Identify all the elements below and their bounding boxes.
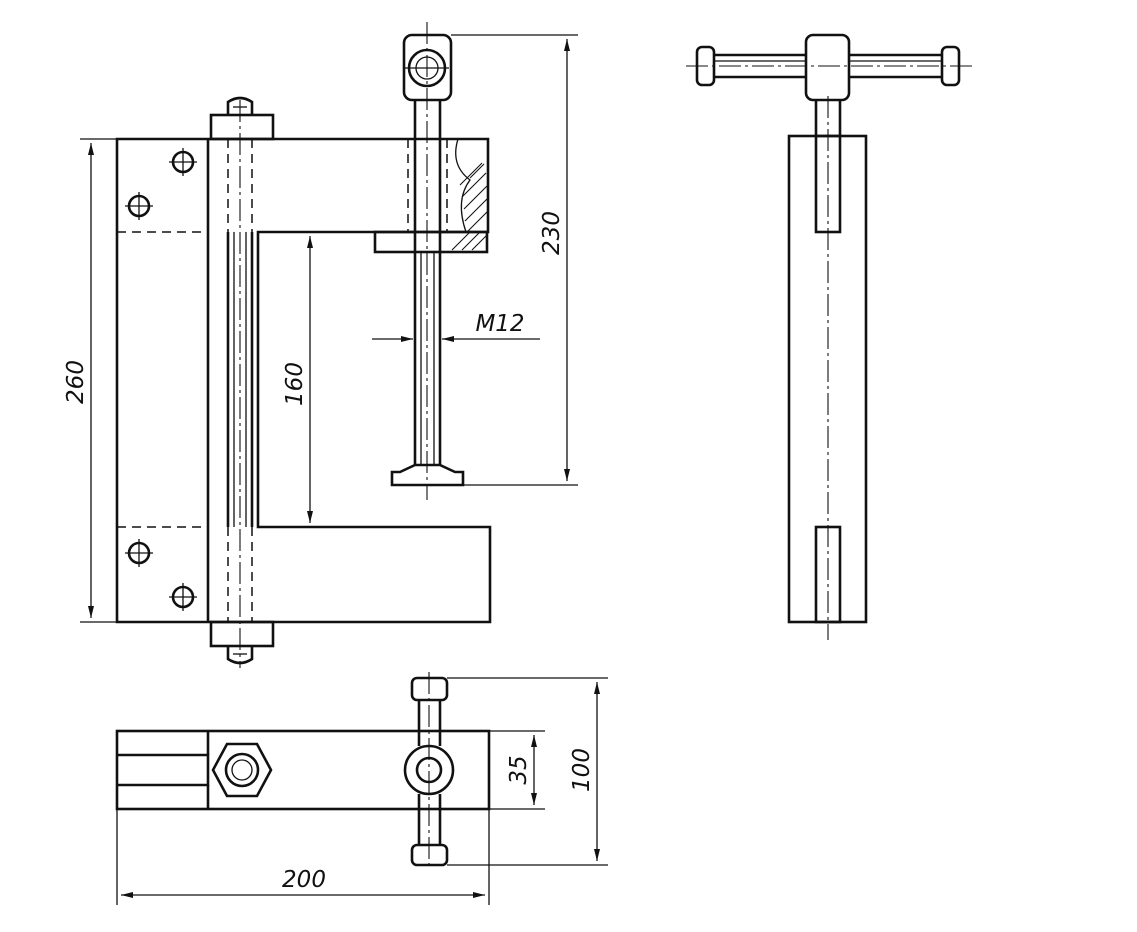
top-nut	[209, 113, 275, 141]
top-handle-knob-upper	[410, 676, 449, 702]
bushing-nut	[373, 230, 489, 254]
top-slot	[117, 753, 210, 787]
top-view	[115, 672, 491, 870]
dim-35: 35	[489, 730, 545, 810]
dim-text-200: 200	[282, 867, 326, 893]
dim-230: 230	[451, 34, 578, 486]
handle-knob-left	[695, 45, 716, 87]
side-view	[686, 33, 972, 640]
dim-text-230: 230	[539, 211, 565, 255]
dim-200: 200	[116, 809, 490, 905]
top-body	[115, 729, 491, 811]
screw-head	[402, 33, 453, 102]
screw-hole	[169, 583, 197, 611]
dim-160: 160	[258, 231, 320, 528]
dim-text-260: 260	[63, 360, 89, 404]
dim-m12: M12	[372, 311, 540, 342]
top-rod-end	[226, 96, 254, 115]
handle-knob-right	[940, 45, 961, 87]
screw-hole	[125, 192, 153, 220]
side-screw-head	[804, 33, 851, 102]
screw-hole	[169, 148, 197, 176]
handle-bore	[405, 48, 449, 88]
hex-nut	[211, 742, 273, 798]
dim-text-160: 160	[282, 362, 308, 406]
bottom-nut	[209, 620, 275, 648]
local-section	[451, 138, 488, 251]
bottom-rod-end	[226, 646, 254, 665]
screw-hole	[125, 539, 153, 567]
dim-100: 100	[447, 677, 608, 866]
front-view	[115, 22, 492, 668]
dim-text-100: 100	[569, 748, 595, 792]
top-handle-knob-lower	[410, 843, 449, 867]
dim-text-35: 35	[506, 755, 532, 784]
side-slot-bottom	[814, 525, 842, 624]
t-handle-bar	[686, 53, 972, 79]
dim-text-m12: M12	[475, 311, 524, 337]
side-slot-top	[814, 134, 842, 234]
dim-260: 260	[63, 138, 117, 623]
